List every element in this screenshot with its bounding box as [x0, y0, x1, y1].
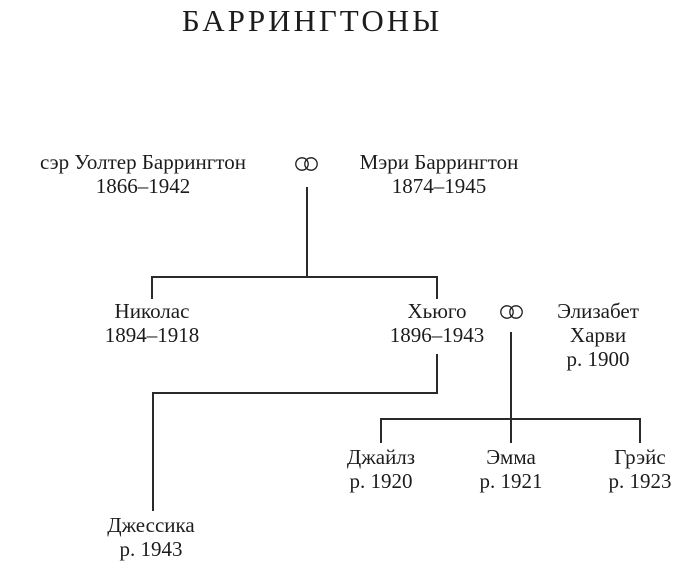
person-elizabeth-name-line1: Элизабет [557, 299, 639, 323]
person-jessica-dates: р. 1943 [119, 537, 183, 561]
person-emma-name: Эмма [486, 445, 536, 469]
connector-gen2-sibling-horizontal [380, 418, 641, 420]
person-giles-dates: р. 1920 [349, 469, 413, 493]
person-giles: Джайлз р. 1920 [347, 445, 415, 493]
person-walter: сэр Уолтер Баррингтон 1866–1942 [40, 150, 246, 198]
person-grace-name: Грэйс [614, 445, 666, 469]
person-emma: Эмма р. 1921 [480, 445, 543, 493]
connector-stub-hugo [436, 276, 438, 299]
person-mary-dates: 1874–1945 [391, 174, 487, 198]
connector-stub-grace [639, 418, 641, 443]
connector-stub-giles [380, 418, 382, 443]
person-walter-name: сэр Уолтер Баррингтон [40, 150, 246, 174]
connector-gen2-descent-vertical [510, 332, 512, 443]
person-elizabeth-dates: р. 1900 [566, 347, 630, 371]
person-hugo-name: Хьюго [407, 299, 467, 323]
connector-stub-nicholas [151, 276, 153, 299]
person-grace: Грэйс р. 1923 [609, 445, 672, 493]
person-walter-dates: 1866–1942 [95, 174, 191, 198]
person-hugo: Хьюго 1896–1943 [390, 299, 485, 347]
person-emma-dates: р. 1921 [479, 469, 543, 493]
connector-gen1-sibling-horizontal [151, 276, 438, 278]
person-elizabeth: Элизабет Харви р. 1900 [557, 299, 639, 371]
page-title: БАРРИНГТОНЫ [181, 3, 443, 38]
connector-hugo-jessica-horizontal [152, 392, 438, 394]
marriage-rings-icon [295, 157, 318, 171]
marriage-rings-icon [500, 305, 523, 319]
person-jessica-name: Джессика [107, 513, 195, 537]
person-nicholas-name: Николас [114, 299, 190, 323]
person-giles-name: Джайлз [346, 445, 416, 469]
connector-hugo-jessica-stub [436, 354, 438, 393]
person-nicholas: Николас 1894–1918 [105, 299, 200, 347]
connector-gen1-descent-vertical [306, 187, 308, 277]
person-elizabeth-name-line2: Харви [569, 323, 627, 347]
connector-hugo-jessica-vertical [152, 392, 154, 511]
person-nicholas-dates: 1894–1918 [104, 323, 200, 347]
person-grace-dates: р. 1923 [608, 469, 672, 493]
person-mary: Мэри Баррингтон 1874–1945 [360, 150, 519, 198]
person-mary-name: Мэри Баррингтон [359, 150, 519, 174]
person-hugo-dates: 1896–1943 [389, 323, 485, 347]
person-jessica: Джессика р. 1943 [107, 513, 195, 561]
